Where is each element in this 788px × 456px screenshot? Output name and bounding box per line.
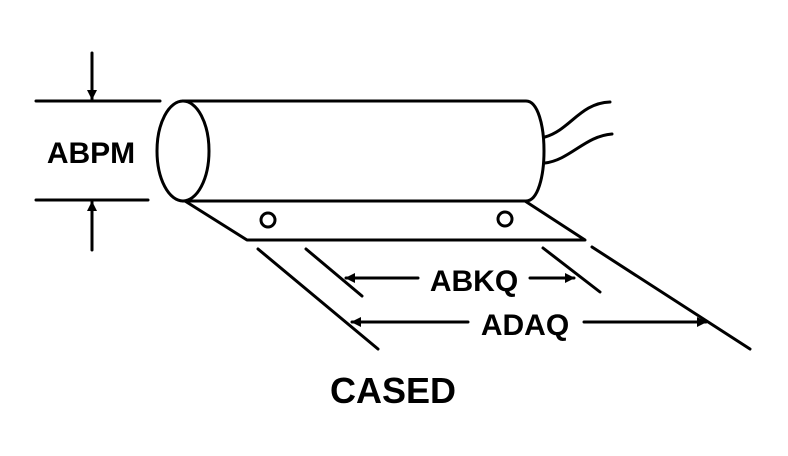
lead-wire-bottom [543,132,614,165]
inner-extension-line-left [304,247,364,298]
mounting-hole-left [259,211,277,229]
height-dimension-label: ABPM [47,137,135,170]
lead-wire-top [543,100,612,139]
diagram-caption: CASED [330,370,456,411]
mounting-hole-right [496,210,514,228]
outer-extension-line-left [256,247,380,351]
outer-extension-line-right [590,245,752,351]
mounting-plate [183,199,587,242]
inner-extension-line-right [541,246,602,294]
outer-length-dimension-label: ADAQ [481,309,569,342]
inner-length-dimension-label: ABKQ [430,265,518,298]
cylinder-body [181,99,546,203]
cylinder-end-face [155,99,211,203]
